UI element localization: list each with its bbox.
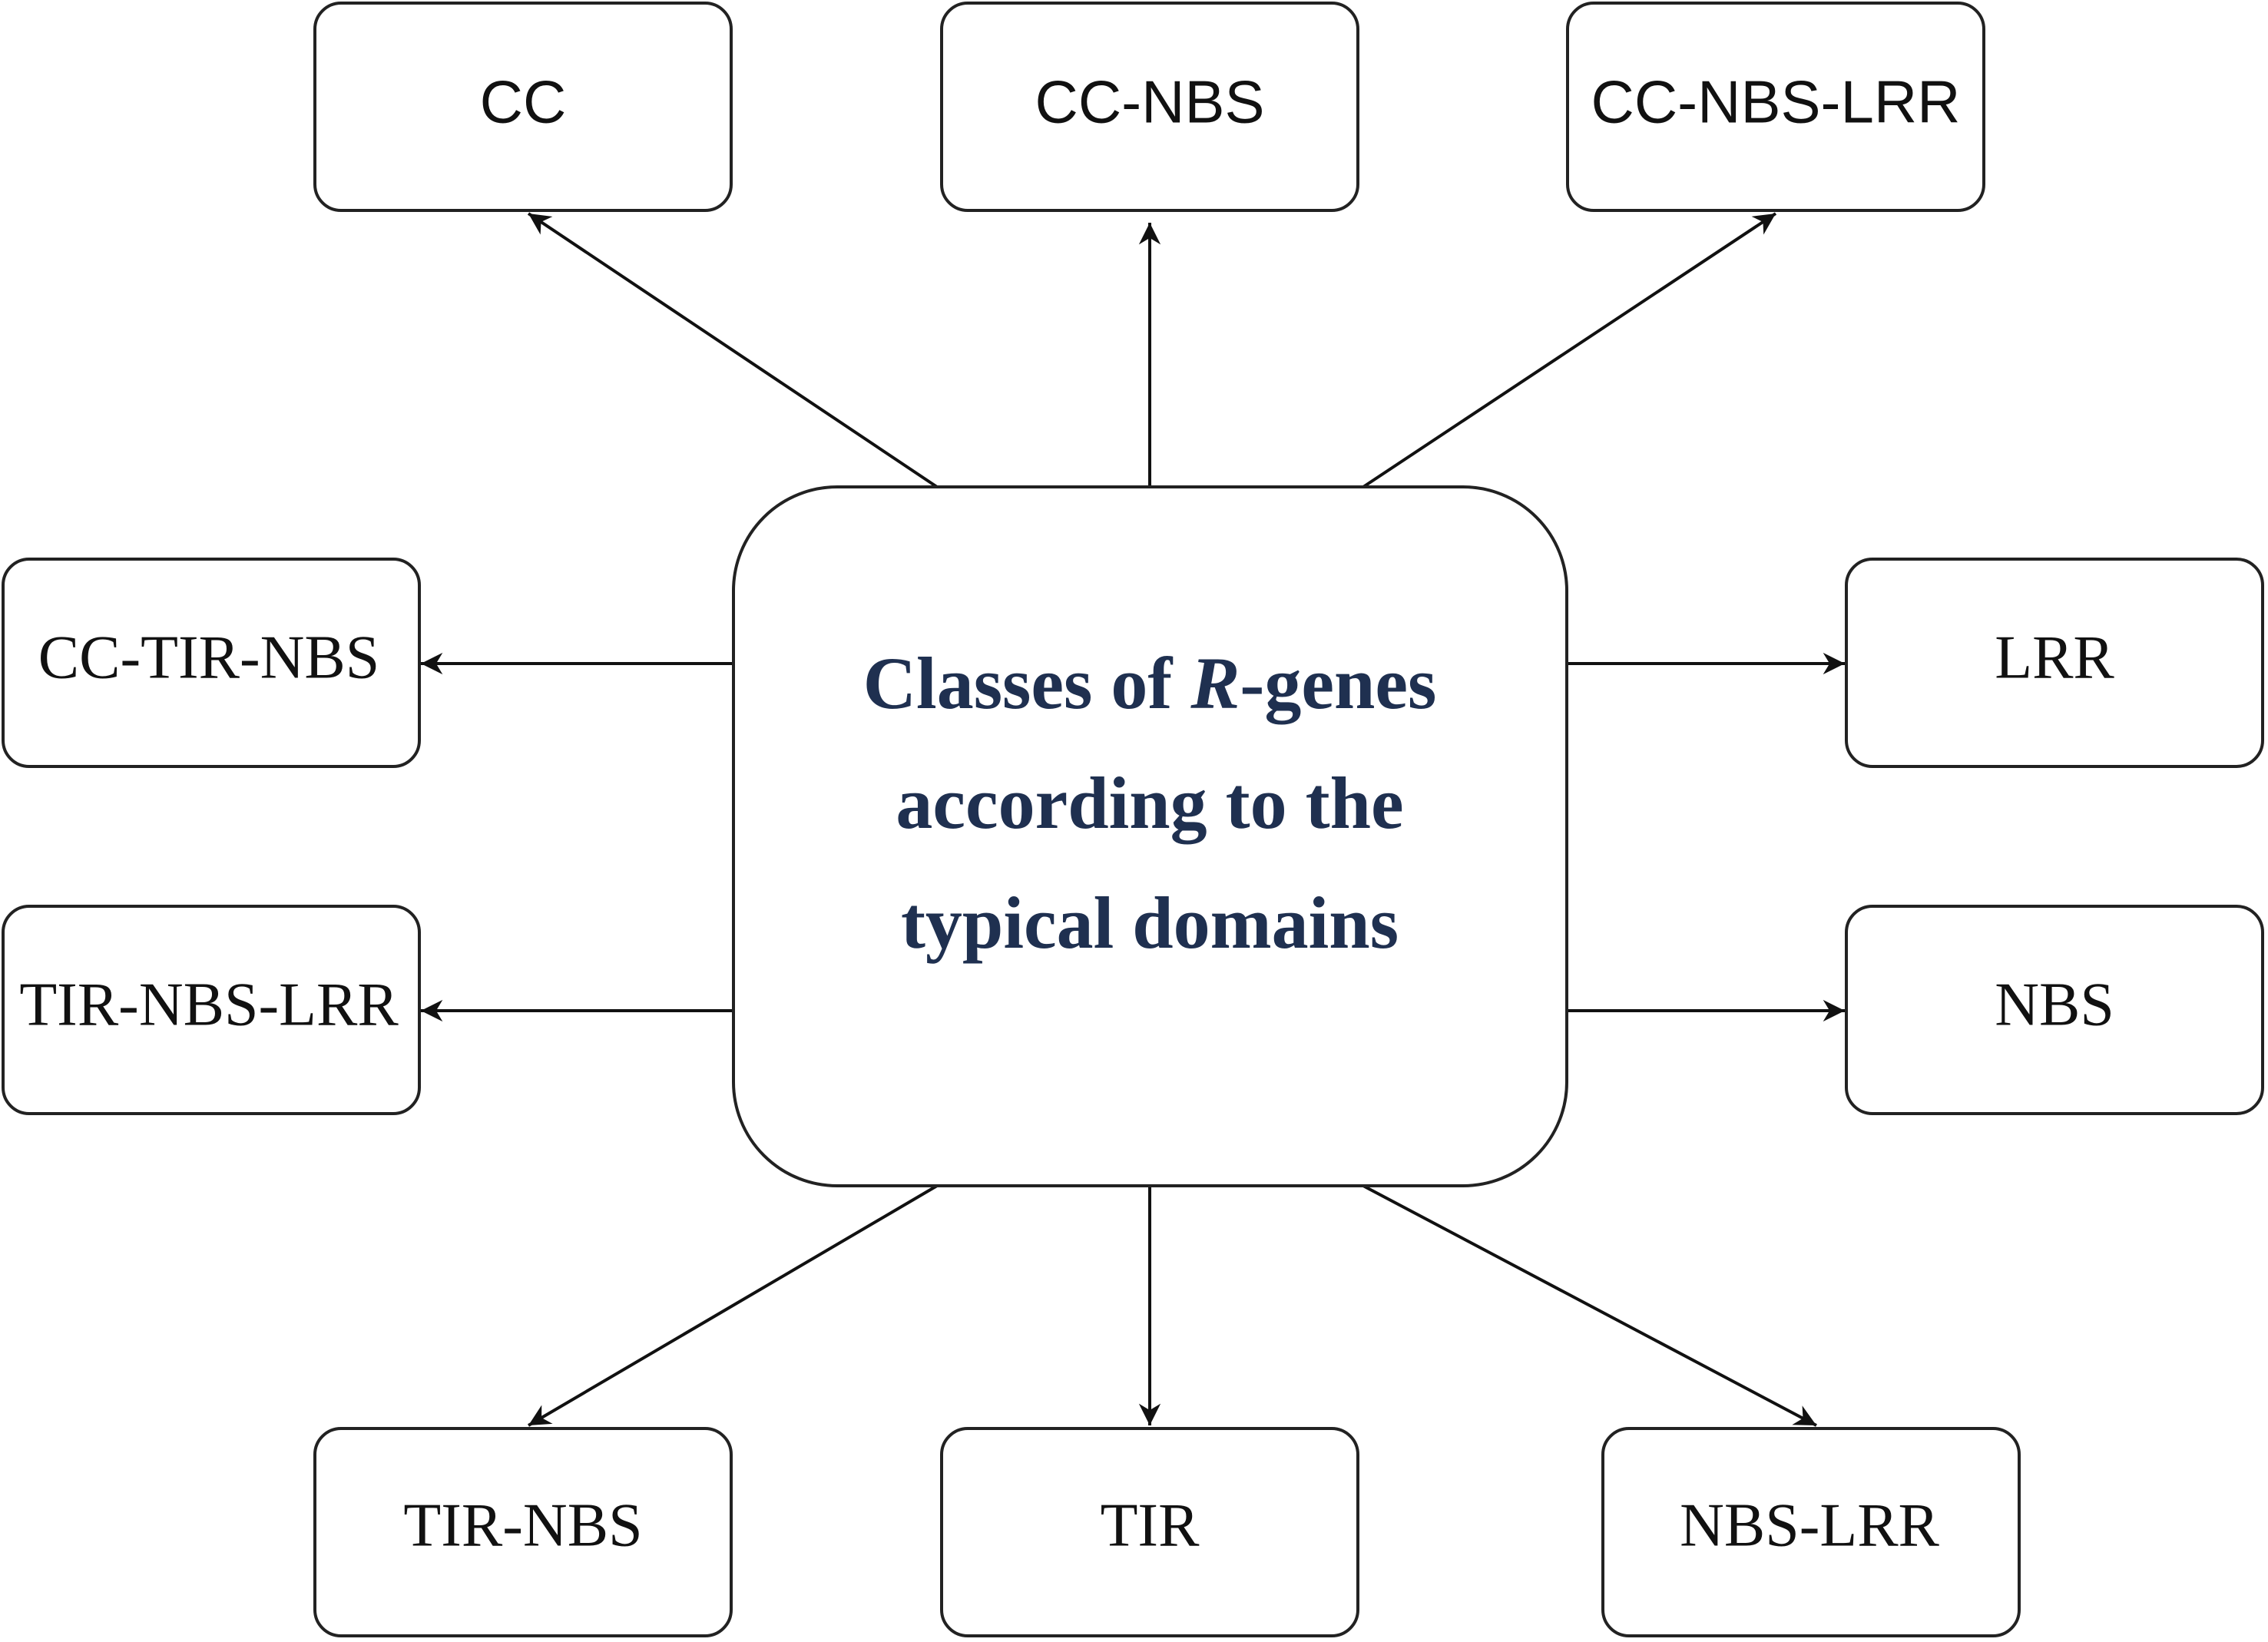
node-cc-label: CC <box>480 68 567 136</box>
center-title-line-1: Classes of R-genes <box>863 642 1437 724</box>
center-node: Classes of R-genes according to the typi… <box>732 485 1568 1187</box>
node-cc-tir-nbs-box <box>2 558 421 768</box>
node-cc-nbs-lrr-box <box>1566 2 1985 212</box>
node-nbs-lrr: NBS-LRR <box>1601 1427 2021 1637</box>
node-tir-nbs-label: TIR-NBS <box>403 1491 642 1559</box>
node-tir-box <box>940 1427 1359 1637</box>
node-cc-nbs-label: CC-NBS <box>1035 68 1264 136</box>
node-cc-nbs-box <box>940 2 1359 212</box>
node-nbs-lrr-box <box>1601 1427 2021 1637</box>
center-title-line-3: typical domains <box>901 882 1399 964</box>
node-cc-nbs-lrr: CC-NBS-LRR <box>1566 2 1985 212</box>
node-tir-label: TIR <box>1101 1491 1200 1559</box>
node-tir-nbs-lrr-box <box>2 905 421 1115</box>
node-lrr-label: LRR <box>1995 624 2114 691</box>
node-cc-box <box>313 2 733 212</box>
center-box <box>732 485 1568 1187</box>
edge-to-tir-nbs <box>527 1184 939 1427</box>
node-tir-nbs: TIR-NBS <box>313 1427 733 1637</box>
node-lrr: LRR <box>1845 558 2264 768</box>
node-nbs-lrr-label: NBS-LRR <box>1680 1491 1939 1559</box>
node-cc-nbs-lrr-label: CC-NBS-LRR <box>1591 68 1960 136</box>
node-cc-tir-nbs-label: CC-TIR-NBS <box>38 624 380 691</box>
node-cc: CC <box>313 2 733 212</box>
node-lrr-box <box>1845 558 2264 768</box>
edge-to-cc <box>527 212 939 488</box>
node-nbs: NBS <box>1845 905 2264 1115</box>
node-cc-nbs: CC-NBS <box>940 2 1359 212</box>
node-nbs-box <box>1845 905 2264 1115</box>
edge-to-nbs-lrr <box>1362 1184 1817 1427</box>
node-tir-nbs-lrr: TIR-NBS-LRR <box>2 905 421 1115</box>
node-nbs-label: NBS <box>1995 971 2114 1038</box>
node-tir-nbs-lrr-label: TIR-NBS-LRR <box>19 971 399 1038</box>
node-cc-tir-nbs: CC-TIR-NBS <box>2 558 421 768</box>
node-tir: TIR <box>940 1427 1359 1637</box>
edges <box>421 212 1845 1427</box>
center-title-line-2: according to the <box>896 762 1403 844</box>
node-tir-nbs-box <box>313 1427 733 1637</box>
edge-to-cc-nbs-lrr <box>1362 212 1777 488</box>
